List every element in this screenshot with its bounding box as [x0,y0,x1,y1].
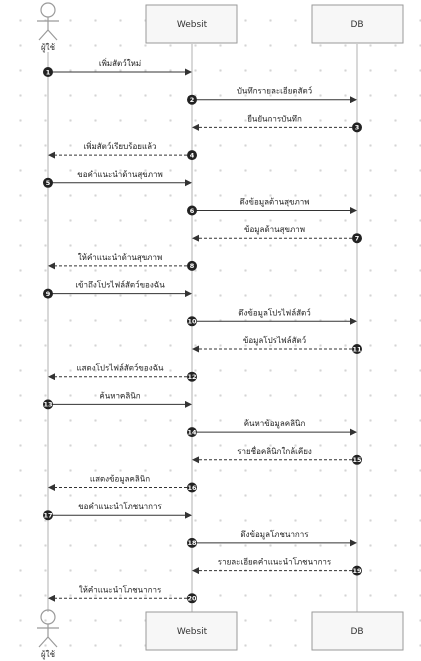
step-number-badge [352,344,362,354]
message-label: ข้อมูลโปรไฟล์สัตว์ [243,335,306,346]
message-label: ให้คำแนะนำด้านสุขภาพ [78,253,162,262]
step-number-badge [187,371,197,382]
step-number-badge [43,510,53,521]
step-number-badge [187,427,197,438]
actor-top: ผู้ใช้ [37,2,59,53]
step-number: 13 [43,401,52,409]
step-number-badge [187,260,197,271]
message-8: ให้คำแนะนำด้านสุขภาพ 8 [48,253,197,271]
message-14: ค้นหาข้อมูลคลินิก 14 [187,419,357,438]
message-9: เข้าถึงโปรไฟล์สัตว์ของฉัน 9 [43,280,192,299]
step-number-badge [352,565,362,576]
message-label: ขอคำแนะนำด้านสุขภาพ [77,170,163,179]
step-number-badge [43,399,53,410]
message-label: เพิ่มสัตว์เรียบร้อยแล้ว [84,140,157,151]
step-number: 14 [187,428,197,436]
message-10: ดึงข้อมูลโปรไฟล์สัตว์ 10 [187,307,357,327]
step-number: 16 [187,484,197,492]
db-box-top-label: DB [350,20,363,30]
message-label: รายละเอียดคำแนะนำโภชนาการ [218,557,332,567]
step-number-badge [187,537,197,548]
message-label: ดึงข้อมูลโปรไฟล์สัตว์ [238,307,310,318]
message-6: ดึงข้อมูลด้านสุขภาพ 6 [187,198,357,216]
message-5: ขอคำแนะนำด้านสุขภาพ 5 [43,170,192,188]
message-label: รายชื่อคลินิกใกล้เคียง [237,445,312,456]
actor-bottom: ผู้ใช้ [37,609,59,660]
messages-group: เพิ่มสัตว์ใหม่ 1 บันทึกรายละเอียดสัตว์ 2 ยืน… [43,57,362,604]
step-number: 1 [46,68,51,76]
message-2: บันทึกรายละเอียดสัตว์ 2 [187,86,357,105]
message-18: ดึงข้อมูลโภชนาการ 18 [187,529,357,548]
step-number: 6 [190,207,195,215]
db-box-bottom: DB [311,611,404,651]
step-number: 20 [187,595,197,603]
step-number: 4 [190,151,195,159]
step-number-badge [187,316,197,327]
step-number-badge [352,233,362,244]
message-label: ดึงข้อมูลด้านสุขภาพ [239,198,309,208]
message-15: รายชื่อคลินิกใกล้เคียง 15 [192,445,362,465]
step-number-badge [187,205,197,216]
step-number-badge [187,593,197,604]
step-number: 3 [355,124,360,132]
step-number: 8 [190,262,195,270]
message-label: แสดงโปรไฟล์สัตว์ของฉัน [76,363,164,373]
message-label: แสดงข้อมูลคลินิก [90,475,150,485]
db-box-top: DB [311,4,404,44]
step-number-badge [352,122,362,133]
step-number: 2 [190,96,195,104]
website-box-top: Websit [145,4,238,44]
message-20: ให้คำแนะนำโภชนาการ 20 [48,584,197,604]
message-label: ค้นหาคลินิก [99,391,140,400]
step-number-badge [187,94,197,105]
step-number: 11 [352,345,362,353]
actor-top-label: ผู้ใช้ [41,43,56,53]
actor-bottom-figure-icon [37,609,59,648]
step-number: 7 [355,235,360,243]
message-7: ข้อมูลด้านสุขภาพ 7 [192,225,362,244]
step-number-badge [187,482,197,493]
website-box-bottom: Websit [145,611,238,651]
actor-top-figure-icon [37,2,59,41]
message-label: บันทึกรายละเอียดสัตว์ [237,86,312,96]
message-12: แสดงโปรไฟล์สัตว์ของฉัน 12 [48,363,197,382]
step-number: 17 [43,512,52,520]
step-number: 9 [46,290,51,298]
message-1: เพิ่มสัตว์ใหม่ 1 [43,57,192,77]
message-label: เข้าถึงโปรไฟล์สัตว์ของฉัน [75,280,165,290]
step-number: 10 [187,318,197,326]
message-label: ยืนยันการบันทึก [247,114,302,123]
actor-bottom-label: ผู้ใช้ [41,650,56,660]
db-box-bottom-label: DB [350,627,363,637]
message-16: แสดงข้อมูลคลินิก 16 [48,475,197,493]
step-number: 15 [352,456,362,464]
message-3: ยืนยันการบันทึก 3 [192,114,362,133]
step-number-badge [43,177,53,188]
message-label: ข้อมูลด้านสุขภาพ [244,225,305,235]
step-number-badge [187,150,197,161]
website-box-bottom-label: Websit [177,627,208,637]
message-17: ขอคำแนะนำโภชนาการ 17 [43,501,192,521]
step-number: 12 [187,373,196,381]
message-19: รายละเอียดคำแนะนำโภชนาการ 19 [192,557,362,576]
message-label: ขอคำแนะนำโภชนาการ [78,501,162,511]
message-label: ค้นหาข้อมูลคลินิก [244,419,306,429]
message-11: ข้อมูลโปรไฟล์สัตว์ 11 [192,335,362,354]
message-4: เพิ่มสัตว์เรียบร้อยแล้ว 4 [48,140,197,161]
step-number: 5 [46,179,51,187]
website-box-top-label: Websit [177,20,208,30]
step-number-badge [43,67,53,77]
message-label: ให้คำแนะนำโภชนาการ [79,584,162,594]
step-number: 19 [352,567,362,575]
message-label: เพิ่มสัตว์ใหม่ [99,57,141,68]
message-13: ค้นหาคลินิก 13 [43,391,192,410]
step-number-badge [43,288,53,299]
message-label: ดึงข้อมูลโภชนาการ [240,529,309,540]
step-number: 18 [187,539,197,547]
step-number-badge [352,454,362,465]
